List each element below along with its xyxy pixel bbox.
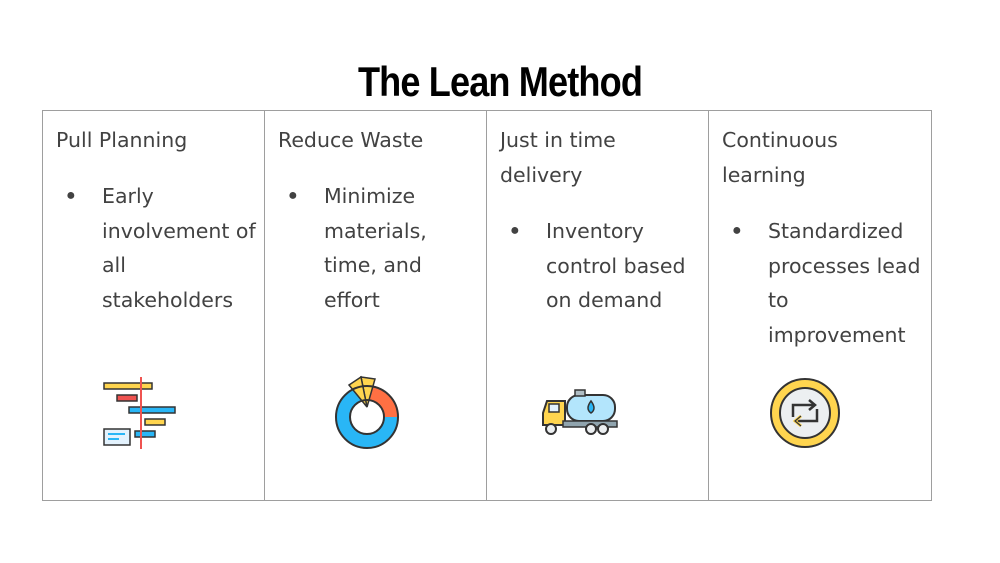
column-just-in-time: Just in time delivery ● Inventory contro… [487,111,709,500]
column-pull-planning: Pull Planning ● Early involvement of all… [43,111,265,500]
bullet-dot: ● [732,222,742,239]
column-reduce-waste: Reduce Waste ● Minimize materials, time,… [265,111,487,500]
gantt-chart-icon [103,377,176,449]
column-heading: Pull Planning [56,128,188,152]
bullet-dot: ● [510,222,520,239]
column-heading: Continuous learning [722,128,838,187]
bullet-item: ● Early involvement of all stakeholders [56,179,260,317]
cycle-arrows-icon [770,378,840,448]
bullet-text: Minimize materials, time, and effort [324,184,427,312]
bullet-text: Standardized processes lead to improveme… [768,219,921,347]
column-continuous-learning: Continuous learning ● Standardized proce… [709,111,931,500]
bullet-item: ● Minimize materials, time, and effort [278,179,482,317]
page-title: The Lean Method [357,58,643,105]
bullet-dot: ● [288,187,298,204]
column-heading: Just in time delivery [500,128,616,187]
lean-method-table: Pull Planning ● Early involvement of all… [42,110,932,501]
bullet-text: Inventory control based on demand [546,219,686,312]
bullet-text: Early involvement of all stakeholders [102,184,256,312]
tanker-truck-icon [542,389,618,435]
donut-chart-icon [335,375,399,449]
bullet-item: ● Inventory control based on demand [500,214,704,318]
column-heading: Reduce Waste [278,128,424,152]
bullet-item: ● Standardized processes lead to improve… [722,214,927,352]
bullet-dot: ● [66,187,76,204]
